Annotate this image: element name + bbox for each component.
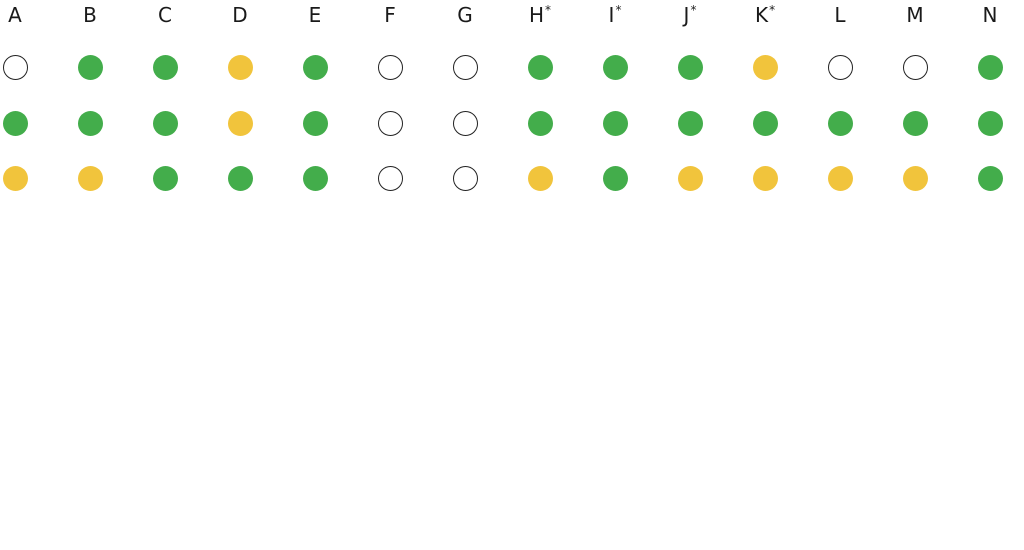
status-dot-green-r2-n (977, 110, 1003, 136)
status-dot-green-r3-i (602, 165, 628, 191)
column-label: J (683, 3, 690, 27)
status-dot-green-r2-h (527, 110, 553, 136)
column-label: F (384, 3, 396, 27)
column-header-b: B (60, 2, 120, 28)
column-label: A (8, 3, 22, 27)
status-dot-empty-r1-f (377, 54, 403, 80)
column-label: B (83, 3, 97, 27)
asterisk-mark: * (545, 3, 552, 18)
column-header-l: L (810, 2, 870, 28)
status-dot-empty-r2-g (452, 110, 478, 136)
column-header-d: D (210, 2, 270, 28)
column-label: N (982, 3, 998, 27)
status-dot-green-r3-n (977, 165, 1003, 191)
status-dot-green-r1-h (527, 54, 553, 80)
status-dot-yellow-r3-m (902, 165, 928, 191)
column-header-n: N (960, 2, 1020, 28)
status-dot-green-r2-m (902, 110, 928, 136)
status-dot-empty-r1-m (902, 54, 928, 80)
status-dot-green-r1-i (602, 54, 628, 80)
status-dot-green-r2-l (827, 110, 853, 136)
column-header-g: G (435, 2, 495, 28)
status-dot-empty-r3-f (377, 165, 403, 191)
column-label: H (528, 3, 545, 27)
status-dot-green-r1-c (152, 54, 178, 80)
status-dot-yellow-r3-h (527, 165, 553, 191)
column-label: L (834, 3, 846, 27)
status-dot-green-r1-n (977, 54, 1003, 80)
column-label: D (232, 3, 248, 27)
status-dot-green-r1-j (677, 54, 703, 80)
asterisk-mark: * (615, 3, 622, 18)
status-dot-yellow-r1-d (227, 54, 253, 80)
column-header-m: M (885, 2, 945, 28)
asterisk-mark: * (769, 3, 776, 18)
status-dot-yellow-r2-d (227, 110, 253, 136)
column-label: K (754, 3, 769, 27)
status-dot-empty-r1-g (452, 54, 478, 80)
status-dot-empty-r1-a (2, 54, 28, 80)
status-dot-yellow-r3-l (827, 165, 853, 191)
column-header-e: E (285, 2, 345, 28)
status-dot-green-r1-b (77, 54, 103, 80)
asterisk-mark: * (690, 3, 697, 18)
column-label: M (906, 3, 924, 27)
status-dot-yellow-r1-k (752, 54, 778, 80)
status-dot-yellow-r3-j (677, 165, 703, 191)
status-dot-empty-r2-f (377, 110, 403, 136)
status-dot-green-r3-c (152, 165, 178, 191)
status-dot-green-r2-b (77, 110, 103, 136)
column-header-k: K* (735, 2, 795, 28)
status-dot-green-r3-d (227, 165, 253, 191)
status-dot-empty-r3-g (452, 165, 478, 191)
column-label: E (308, 3, 322, 27)
status-dot-green-r2-i (602, 110, 628, 136)
column-header-f: F (360, 2, 420, 28)
column-header-i: I* (585, 2, 645, 28)
status-dot-empty-r1-l (827, 54, 853, 80)
column-label: G (457, 3, 473, 27)
status-dot-green-r2-e (302, 110, 328, 136)
column-header-a: A (0, 2, 45, 28)
column-header-c: C (135, 2, 195, 28)
status-dot-green-r3-e (302, 165, 328, 191)
status-dot-green-r1-e (302, 54, 328, 80)
column-label: I (608, 3, 615, 27)
status-dot-green-r2-c (152, 110, 178, 136)
column-label: C (158, 3, 172, 27)
status-dot-yellow-r3-b (77, 165, 103, 191)
status-dot-yellow-r3-k (752, 165, 778, 191)
status-dot-green-r2-k (752, 110, 778, 136)
status-dot-yellow-r3-a (2, 165, 28, 191)
column-header-j: J* (660, 2, 720, 28)
column-header-h: H* (510, 2, 570, 28)
status-dot-green-r2-a (2, 110, 28, 136)
status-dot-green-r2-j (677, 110, 703, 136)
